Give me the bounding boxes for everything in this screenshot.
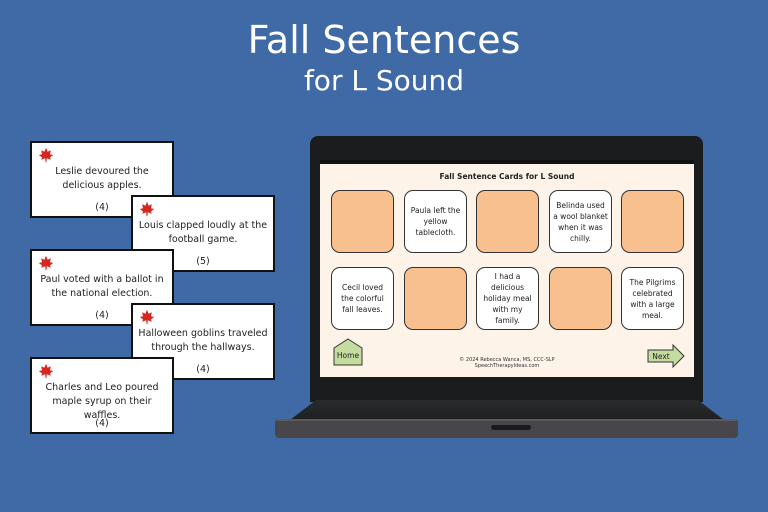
hidden-card[interactable] <box>331 190 394 253</box>
hidden-card[interactable] <box>549 267 612 330</box>
home-button[interactable]: Home <box>333 338 363 366</box>
card-count: (4) <box>95 202 109 213</box>
card-count: (4) <box>196 364 210 375</box>
laptop-notch <box>491 425 531 430</box>
card-sentence: Charles and Leo poured maple syrup on th… <box>45 382 159 421</box>
maple-leaf-icon <box>38 147 54 163</box>
card-sentence: Louis clapped loudly at the football gam… <box>138 220 268 245</box>
card-count: (5) <box>196 256 210 267</box>
laptop-base <box>275 419 738 438</box>
hidden-card[interactable] <box>476 190 539 253</box>
laptop-screen: Fall Sentence Cards for L Sound Paula le… <box>320 160 694 377</box>
revealed-card[interactable]: I had a delicious holiday meal with my f… <box>476 267 539 330</box>
maple-leaf-icon <box>139 309 155 325</box>
page-title: Fall Sentences <box>247 18 521 62</box>
revealed-card[interactable]: Belinda used a wool blanket when it was … <box>549 190 612 253</box>
maple-leaf-icon <box>139 201 155 217</box>
revealed-card[interactable]: Paula left the yellow tablecloth. <box>404 190 467 253</box>
home-label: Home <box>337 351 360 360</box>
hidden-card[interactable] <box>621 190 684 253</box>
laptop-keyboard <box>290 400 724 420</box>
revealed-card[interactable]: The Pilgrims celebrated with a large mea… <box>621 267 684 330</box>
screen-title: Fall Sentence Cards for L Sound <box>439 172 575 181</box>
hidden-card[interactable] <box>404 267 467 330</box>
next-button[interactable]: Next <box>647 344 685 368</box>
copyright-text: © 2024 Rebecca Wanca, MS, CCC-SLP <box>459 357 555 363</box>
site-text: SpeechTherapyIdeas.com <box>474 363 540 369</box>
copyright: © 2024 Rebecca Wanca, MS, CCC-SLP Speech… <box>320 357 694 369</box>
card-sentence: Paul voted with a ballot in the national… <box>40 274 164 299</box>
card-sentence: Halloween goblins traveled through the h… <box>138 328 268 353</box>
card-count: (4) <box>95 310 109 321</box>
card-count: (4) <box>95 418 109 429</box>
maple-leaf-icon <box>38 363 54 379</box>
revealed-card[interactable]: Cecil loved the colorful fall leaves. <box>331 267 394 330</box>
card-sentence: Leslie devoured the delicious apples. <box>55 166 149 191</box>
maple-leaf-icon <box>38 255 54 271</box>
sentence-card: Leslie devoured the delicious apples. (4… <box>30 141 174 218</box>
sentence-card: Charles and Leo poured maple syrup on th… <box>30 357 174 434</box>
next-label: Next <box>652 352 670 361</box>
page-subtitle: for L Sound <box>303 64 465 97</box>
sentence-card: Louis clapped loudly at the football gam… <box>131 195 275 272</box>
